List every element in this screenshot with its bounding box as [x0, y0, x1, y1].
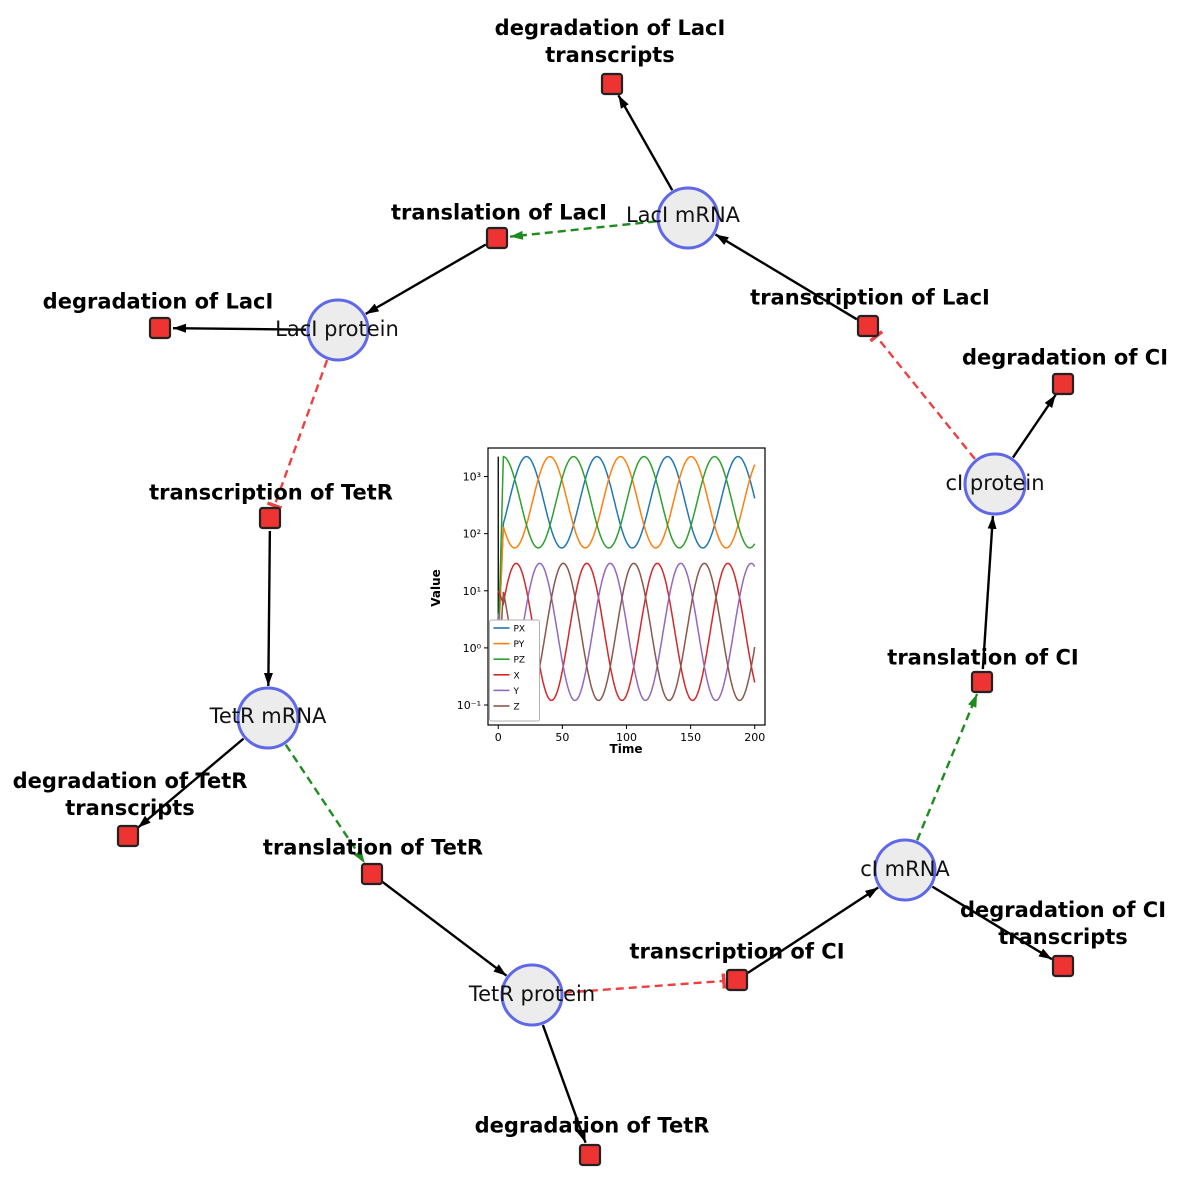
species-node-tetr_mrna — [236, 686, 300, 750]
reaction-node-translation_ci — [970, 670, 994, 694]
legend-label-Z: Z — [514, 703, 520, 713]
reaction-node-deg_laci — [148, 316, 172, 340]
y-tick-label: 10⁰ — [463, 642, 482, 655]
reaction-label-transcription-tetr: transcription of TetR — [149, 480, 393, 507]
species-label-ci-protein: cI protein — [945, 471, 1045, 495]
series-line-Z — [497, 562, 756, 702]
edge-tetr_protein-to-deg_tetr — [541, 1024, 587, 1144]
legend-label-PY: PY — [514, 640, 525, 650]
x-tick-label: 200 — [744, 731, 765, 744]
x-tick-label: 50 — [555, 731, 569, 744]
nodes-layer — [116, 72, 1075, 1167]
x-tick-label: 150 — [680, 731, 701, 744]
edge-laci_protein-to-deg_laci — [172, 323, 307, 333]
edge-translation_tetr-to-tetr_protein — [381, 880, 508, 977]
edge-ci_protein-to-transcription_laci — [869, 330, 976, 460]
label-line: degradation of CI — [959, 898, 1167, 922]
reaction-node-deg_ci — [1051, 372, 1075, 396]
reaction-node-transcription_laci — [856, 314, 880, 338]
reaction-label-degradation-tetr-transcripts: degradation of TetR transcripts — [13, 768, 248, 822]
legend-box — [489, 619, 540, 722]
reaction-node-translation_tetr — [360, 862, 384, 886]
label-line: degradation of LacI — [42, 289, 274, 314]
edge-translation_ci-to-ci_protein — [981, 515, 997, 670]
edge-transcription_tetr-to-tetr_mrna — [263, 530, 273, 687]
series-line-Y — [497, 562, 756, 702]
label-line: degradation of TetR — [12, 769, 248, 793]
legend-label-PX: PX — [514, 625, 526, 635]
species-node-tetr_protein — [500, 963, 564, 1027]
species-label-laci-protein: LacI protein — [275, 317, 399, 341]
label-line: transcripts — [65, 796, 195, 820]
y-axis-title: Value — [429, 569, 443, 607]
species-label-ci-mrna: cI mRNA — [860, 857, 950, 881]
reaction-node-translation_laci — [485, 226, 509, 250]
label-line: degradation of TetR — [474, 1113, 710, 1138]
y-tick-label: 10³ — [463, 471, 481, 484]
label-line: degradation of CI — [961, 345, 1169, 370]
label-line: degradation of LacI — [494, 16, 726, 40]
reaction-label-degradation-laci: degradation of LacI — [43, 289, 274, 316]
reaction-label-translation-tetr: translation of TetR — [263, 835, 483, 862]
x-tick-label: 0 — [495, 731, 502, 744]
plot-frame — [487, 447, 766, 726]
reaction-label-translation-ci: translation of CI — [887, 645, 1078, 672]
reaction-node-deg_tetr — [578, 1143, 602, 1167]
species-label-tetr-protein: TetR protein — [468, 982, 596, 1006]
y-tick-label: 10⁻¹ — [457, 699, 481, 712]
reaction-node-deg_laci_tx — [600, 72, 624, 96]
reaction-label-transcription-ci: transcription of CI — [629, 939, 844, 966]
reaction-node-transcription_ci — [725, 968, 749, 992]
edge-laci_mrna-to-deg_laci_tx — [617, 94, 674, 191]
edge-tetr_mrna-to-translation_tetr — [284, 743, 366, 864]
x-axis-title: Time — [610, 742, 643, 756]
label-line: transcription of TetR — [149, 480, 393, 505]
label-line: translation of CI — [887, 645, 1079, 670]
species-label-laci-mrna: LacI mRNA — [625, 203, 741, 227]
reaction-label-degradation-ci: degradation of CI — [962, 345, 1168, 372]
edge-translation_laci-to-laci_protein — [365, 243, 487, 316]
edge-ci_mrna-to-deg_ci_tx — [931, 885, 1053, 961]
species-label-tetr-mrna: TetR mRNA — [209, 704, 327, 728]
series-line-PX — [497, 455, 756, 648]
species-node-ci_mrna — [873, 838, 937, 902]
label-line: translation of TetR — [262, 835, 484, 860]
reaction-label-degradation-ci-transcripts: degradation of CI transcripts — [960, 897, 1166, 951]
reaction-label-transcription-laci: transcription of LacI — [750, 285, 990, 312]
edge-transcription_ci-to-ci_mrna — [747, 886, 879, 974]
species-node-laci_protein — [306, 298, 370, 362]
reaction-label-degradation-laci-transcripts: degradation of LacI transcripts — [495, 15, 726, 69]
x-tick-label: 100 — [616, 731, 637, 744]
reaction-label-degradation-tetr: degradation of TetR — [475, 1113, 710, 1140]
edges-layer — [137, 94, 1057, 1144]
edge-tetr_protein-to-transcription_ci — [563, 973, 727, 994]
series-line-X — [497, 562, 756, 702]
edge-ci_protein-to-deg_ci — [1012, 394, 1057, 459]
plot-content: 10⁻¹ 10⁰ 10¹ 10² 10³ 0 50 100 150 200 PX PY PZ XYZ — [457, 455, 765, 744]
series-line-PZ — [497, 455, 756, 648]
y-tick-label: 10¹ — [463, 585, 481, 598]
reaction-node-transcription_tetr — [258, 506, 282, 530]
legend-label-X: X — [514, 671, 520, 681]
species-node-laci_mrna — [656, 186, 720, 250]
label-line: transcripts — [998, 925, 1128, 949]
y-tick-label: 10² — [463, 528, 481, 541]
reaction-node-deg_ci_tx — [1051, 954, 1075, 978]
simulation-plot: 10⁻¹ 10⁰ 10¹ 10² 10³ 0 50 100 150 200 PX PY PZ XYZ Va… — [429, 447, 766, 756]
label-line: transcription of LacI — [750, 285, 990, 310]
label-line: transcription of CI — [629, 939, 845, 964]
series-line-PY — [497, 455, 756, 648]
label-line: translation of LacI — [391, 200, 607, 225]
reaction-label-translation-laci: translation of LacI — [391, 200, 607, 227]
edge-transcription_laci-to-laci_mrna — [714, 233, 858, 321]
edge-ci_mrna-to-translation_ci — [916, 693, 979, 841]
edge-tetr_mrna-to-deg_tetr_tx — [137, 737, 245, 829]
legend-label-PZ: PZ — [514, 656, 526, 666]
label-line: transcripts — [545, 43, 675, 67]
species-node-ci_protein — [963, 452, 1027, 516]
edge-laci_mrna-to-translation_laci — [509, 220, 657, 240]
reaction-node-deg_tetr_tx — [116, 824, 140, 848]
legend-label-Y: Y — [513, 687, 520, 697]
